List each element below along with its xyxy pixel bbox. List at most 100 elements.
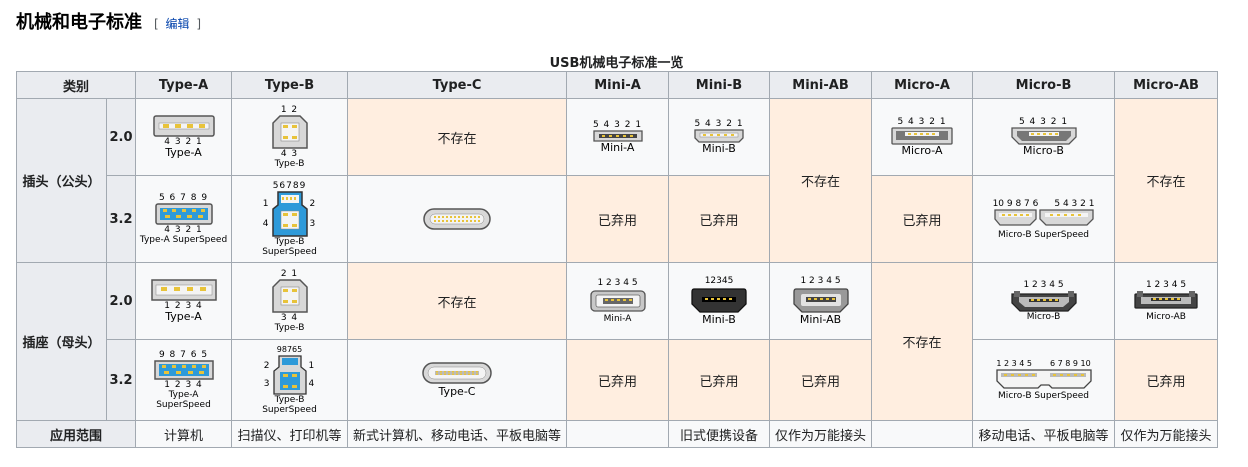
usb-type-b-superspeed-plug-icon [271, 191, 308, 237]
plug20-mini-b-cell: 5 4 3 2 1 Mini-B [668, 98, 771, 176]
pin-numbers: 1 2 3 4 5 [800, 276, 841, 286]
rec32-type-a-cell: 9 8 7 6 5 1 2 3 4 Type-A SuperSpeed [135, 339, 233, 421]
section-title: 机械和电子标准 [16, 12, 142, 33]
connector-label: Type-A [165, 146, 202, 159]
group-usage: 应用范围 [15, 420, 137, 448]
pin-numbers: 5 4 3 2 1 [897, 117, 947, 127]
header-micro-a: Micro-A [871, 71, 974, 99]
plug20-micro-a-cell: 5 4 3 2 1 Micro-A [871, 98, 974, 176]
usage-mini-ab: 仅作为万能接头 [769, 420, 873, 448]
group-receptacle: 插座（母头） [16, 262, 107, 421]
plug-micro-ab-cell: 不存在 [1114, 98, 1219, 263]
header-row: 类别 Type-A Type-B Type-C Mini-A Mini-B Mi… [15, 71, 1219, 99]
header-type-a: Type-A [135, 71, 233, 99]
mini-b-receptacle-icon [691, 288, 747, 313]
pin-2-label: 2 [263, 361, 271, 371]
connector-label: Mini-B [702, 142, 736, 155]
plug32-type-c-cell [347, 175, 568, 263]
pin-numbers: 5 4 3 2 1 [592, 120, 643, 130]
pin-numbers-bottom: 1 2 3 4 [164, 380, 203, 390]
edit-section-link-wrapper: [ 编辑 ] [154, 15, 201, 32]
header-type-b: Type-B [231, 71, 349, 99]
pin-numbers-left: 10 9 8 7 6 [992, 198, 1039, 209]
pin-numbers: 5 4 3 2 1 [1018, 117, 1069, 127]
header-micro-b: Micro-B [972, 71, 1116, 99]
pin-numbers: 5 4 3 2 1 [694, 119, 744, 129]
micro-b-receptacle-icon [1010, 291, 1077, 312]
rec20-micro-ab-cell: 1 2 3 4 5 Micro-AB [1114, 262, 1219, 340]
usb-type-c-receptacle-icon [422, 362, 492, 384]
micro-b-superspeed-receptacle-icon [995, 369, 1092, 389]
rec20-mini-a-cell: 1 2 3 4 5 Mini-A [566, 262, 670, 340]
connector-label-2: SuperSpeed [262, 405, 317, 415]
micro-b-plug-icon [1010, 127, 1077, 145]
pin-3-label: 3 [263, 379, 271, 389]
mini-ab-receptacle-icon [792, 288, 849, 313]
pin-numbers: 1 2 3 4 5 [597, 278, 638, 288]
plug20-type-b-cell: 1 2 4 3 Type-B [231, 98, 349, 176]
connector-label: Type-B [274, 159, 305, 169]
connector-label: Mini-A [603, 314, 632, 324]
pin-numbers-right: 6 7 8 9 10 [1049, 359, 1091, 368]
plug32-type-a-cell: 5 6 7 8 9 4 3 2 1 Type-A SuperSpeed [135, 175, 233, 263]
usb-type-a-receptacle-icon [150, 279, 217, 301]
pin-numbers-top: 1 2 [280, 105, 299, 115]
connector-label: Type-A [165, 310, 202, 323]
pin-4-label: 4 [262, 219, 270, 229]
rec32-type-c-cell: Type-C [347, 339, 568, 421]
usage-micro-a [871, 420, 974, 448]
usb-type-a-superspeed-receptacle-icon [153, 360, 214, 380]
connector-label: Type-B [274, 323, 305, 333]
usb-type-b-plug-icon [271, 115, 308, 149]
header-type-c: Type-C [347, 71, 568, 99]
rec32-mini-a-cell: 已弃用 [566, 339, 670, 421]
pin-numbers: 1 2 3 4 [164, 301, 203, 311]
usb-type-b-superspeed-receptacle-icon [272, 355, 307, 395]
header-category: 类别 [15, 71, 137, 99]
pin-numbers: 1 2 3 4 5 [1145, 280, 1187, 290]
header-mini-a: Mini-A [566, 71, 670, 99]
pin-numbers-bottom: 3 4 [280, 313, 299, 323]
usage-type-b: 扫描仪、打印机等 [231, 420, 349, 448]
edit-link[interactable]: 编辑 [165, 17, 190, 31]
pin-numbers: 1 2 3 4 5 [1023, 280, 1064, 290]
rec20-micro-b-cell: 1 2 3 4 5 Micro-B [972, 262, 1116, 340]
plug20-mini-a-cell: 5 4 3 2 1 Mini-A [566, 98, 670, 176]
usb-type-a-plug-icon [152, 115, 215, 137]
pin-numbers-left: 1 2 3 4 5 [996, 359, 1032, 368]
connector-label: Micro-B [1026, 312, 1061, 322]
pin-3-label: 3 [309, 219, 317, 229]
rec20-type-a-cell: 1 2 3 4 Type-A [135, 262, 233, 340]
rec32-mini-b-cell: 已弃用 [668, 339, 771, 421]
pin-numbers-bottom: 4 3 [280, 149, 299, 159]
connector-label: Type-C [438, 385, 476, 398]
receptacle-32-row: 3.2 9 8 7 6 5 1 2 3 4 Type-A SuperSpeed … [17, 339, 1219, 421]
pin-1-label: 1 [262, 199, 270, 209]
version-plug-20: 2.0 [105, 98, 137, 176]
mini-b-plug-icon [694, 129, 744, 143]
version-receptacle-32: 3.2 [105, 339, 137, 421]
rec20-type-c-cell: 不存在 [347, 262, 568, 340]
plug32-mini-b-cell: 已弃用 [668, 175, 771, 263]
pin-numbers-right: 5 4 3 2 1 [1054, 198, 1095, 209]
rec32-type-b-cell: 98765 2 3 1 4 [231, 339, 349, 421]
connector-label: Type-B [274, 395, 305, 405]
plug20-type-c-cell: 不存在 [347, 98, 568, 176]
mini-a-receptacle-icon [589, 290, 646, 312]
rec20-type-b-cell: 2 1 3 4 Type-B [231, 262, 349, 340]
connector-label: Mini-B [702, 313, 736, 326]
plug20-type-a-cell: 4 3 2 1 Type-A [135, 98, 233, 176]
usb-type-b-receptacle-icon [271, 279, 308, 313]
edit-bracket-close: ] [196, 17, 202, 31]
usage-micro-ab: 仅作为万能接头 [1114, 420, 1219, 448]
usage-mini-b: 旧式便携设备 [668, 420, 771, 448]
pin-numbers-top: 98765 [276, 345, 303, 354]
plug32-type-b-cell: 56789 1 4 [231, 175, 349, 263]
usage-mini-a [566, 420, 670, 448]
group-plug: 插头（公头） [16, 98, 107, 263]
connector-label: Micro-AB [1146, 312, 1186, 322]
usage-row: 应用范围 计算机 扫描仪、打印机等 新式计算机、移动电话、平板电脑等 旧式便携设… [15, 420, 1219, 448]
plug32-mini-a-cell: 已弃用 [566, 175, 670, 263]
pin-numbers: 12345 [704, 276, 734, 286]
usb-standards-table: 类别 Type-A Type-B Type-C Mini-A Mini-B Mi… [15, 71, 1219, 448]
